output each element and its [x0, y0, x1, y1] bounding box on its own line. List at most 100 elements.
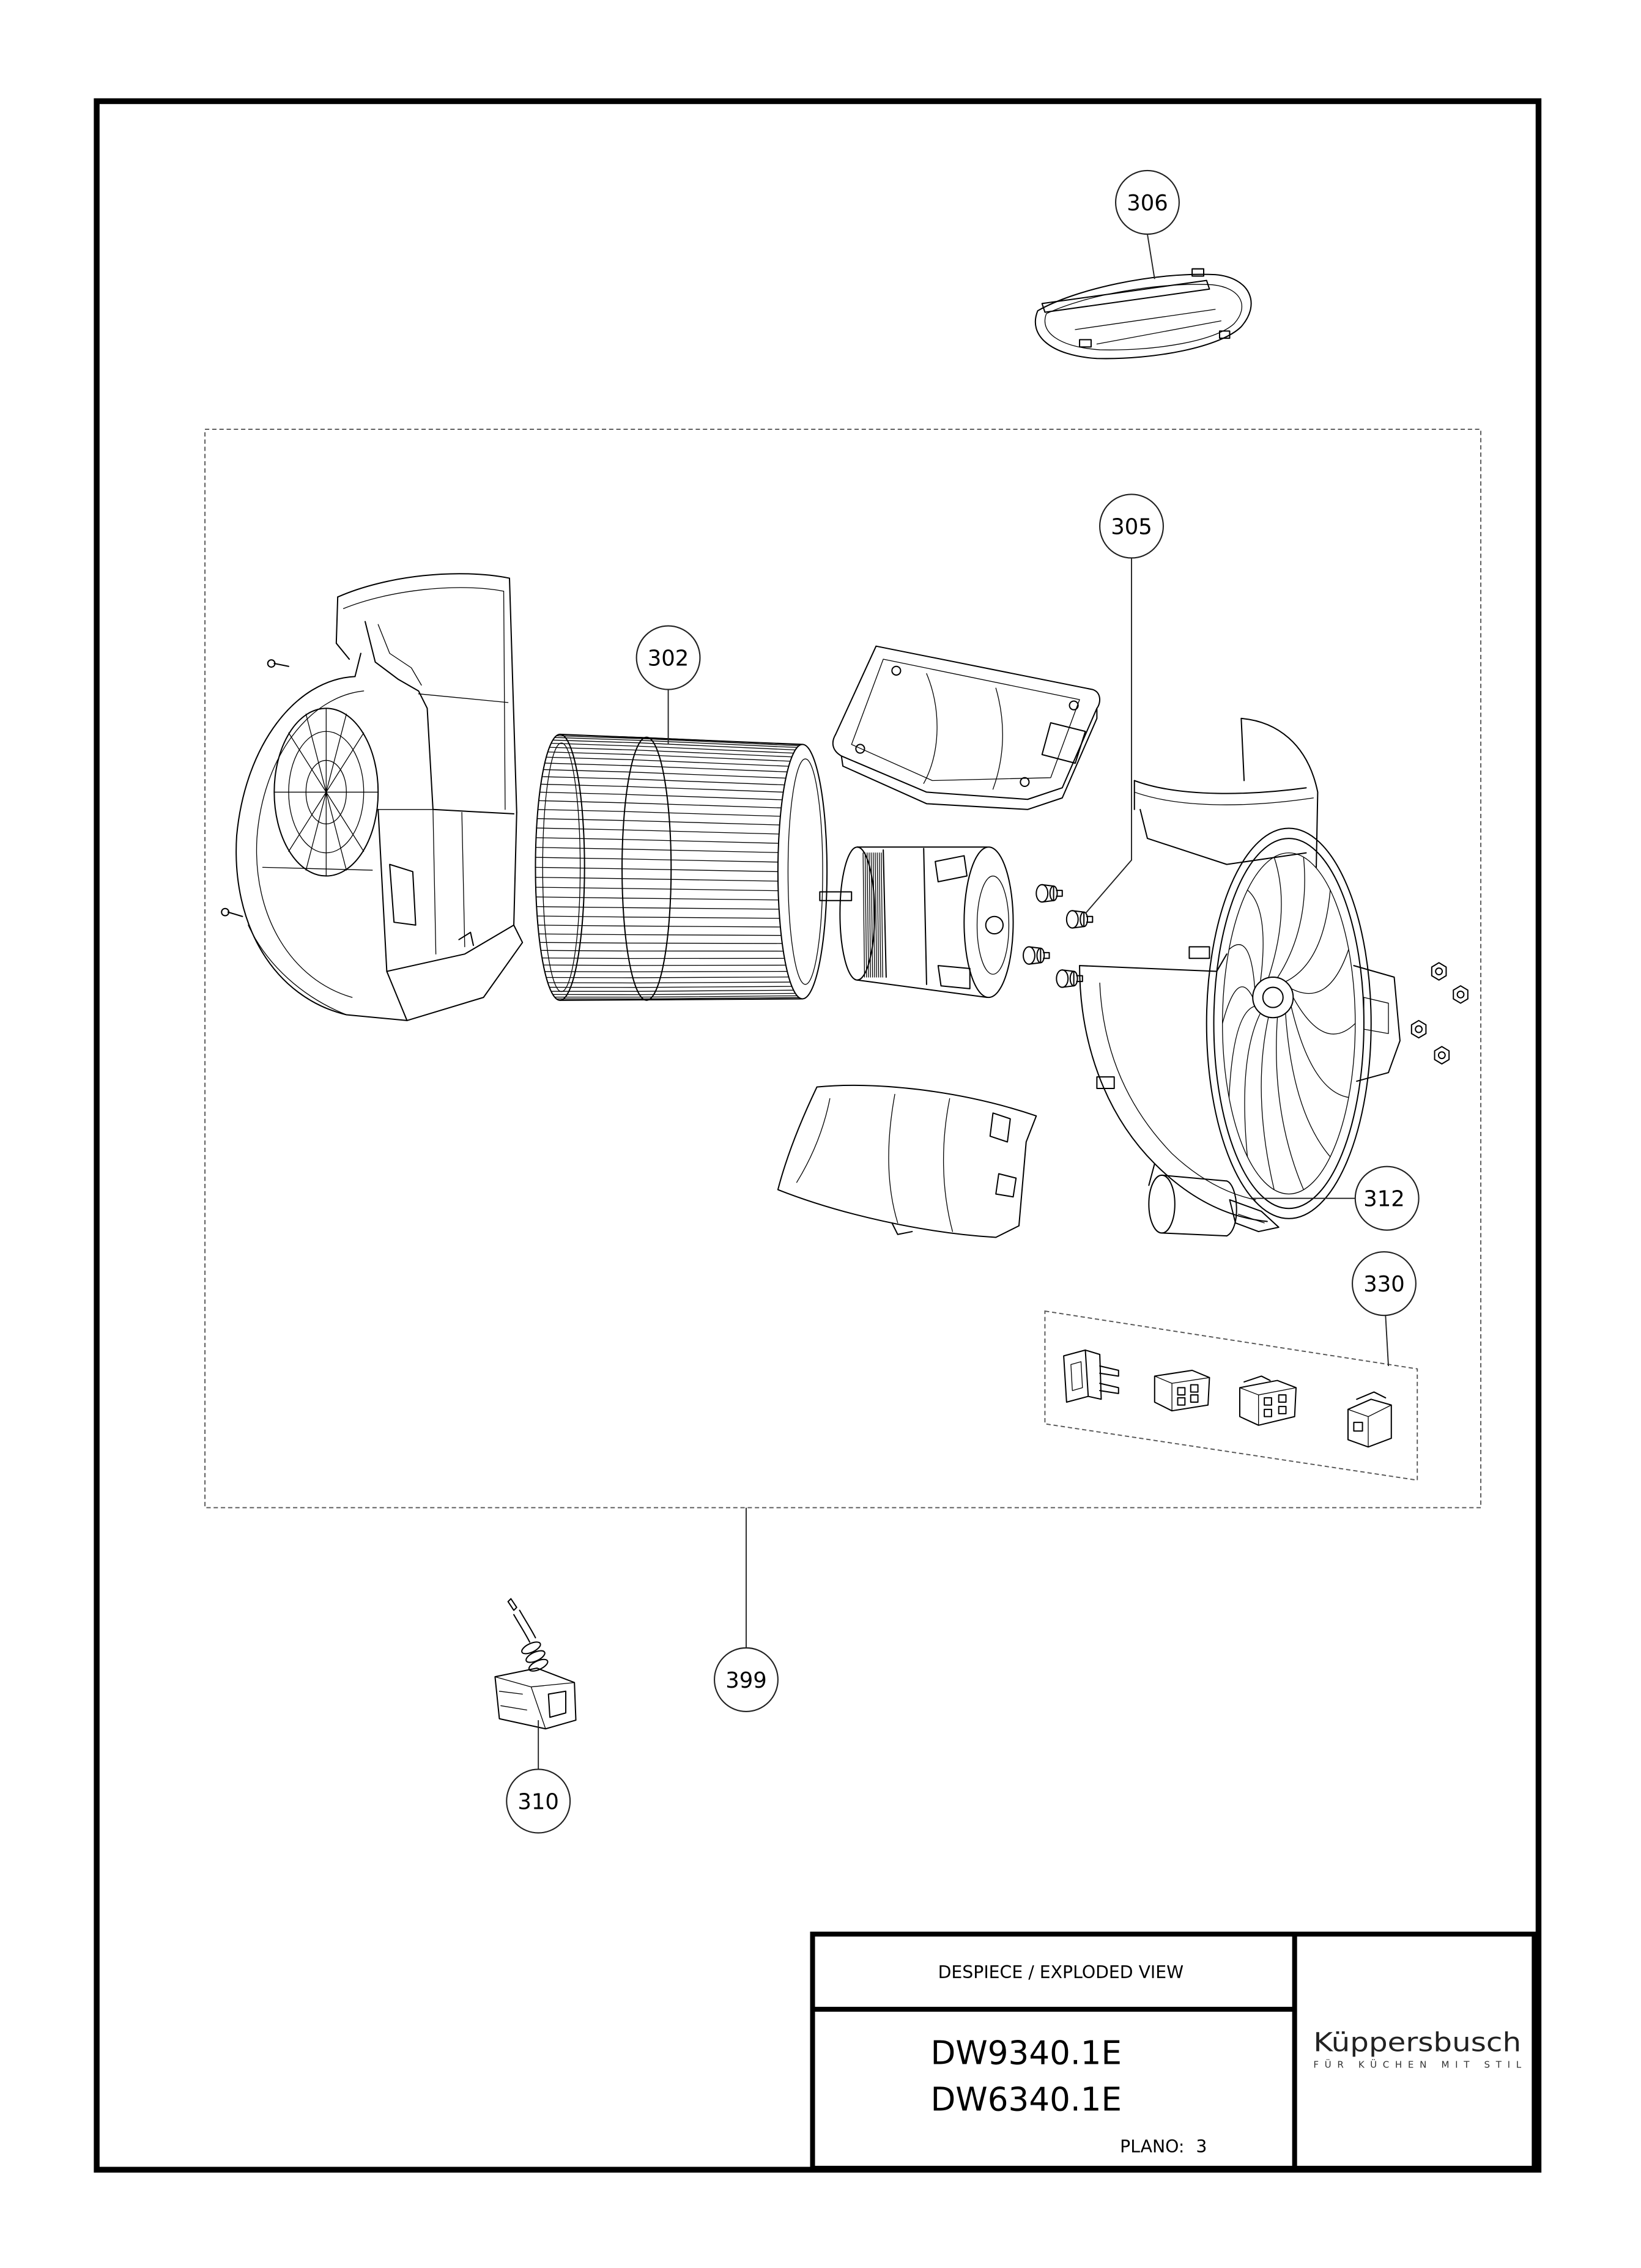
- cover-curve: [923, 673, 938, 784]
- fan-wheel-blade: [632, 977, 790, 978]
- plug-window: [547, 1690, 567, 1718]
- fan-wheel-blade: [628, 778, 785, 786]
- capacitor-cap: [1226, 1180, 1237, 1237]
- housing-face-rim: [256, 690, 365, 998]
- fan-wheel-blade: [642, 738, 799, 747]
- plate-clip: [995, 1173, 1017, 1198]
- cover-screw-hole: [1069, 700, 1079, 711]
- cover-outline: [832, 645, 1100, 800]
- connector-plug: [1347, 1391, 1392, 1448]
- fan-wheel-blade: [642, 997, 799, 1000]
- callout-330: 330: [1351, 1251, 1417, 1317]
- connector-edge: [1239, 1387, 1297, 1426]
- outlet-lip: [1133, 780, 1307, 794]
- cable-wire: [519, 1609, 536, 1639]
- callout-number: 305: [1111, 514, 1152, 539]
- motor-winding-line: [875, 852, 877, 978]
- fan-wheel-blade: [621, 848, 779, 853]
- connector-body: [1347, 1398, 1392, 1448]
- connector-face: [1063, 1349, 1089, 1403]
- leader-line-305: [1084, 558, 1132, 914]
- fan-wheel-blade: [626, 942, 783, 944]
- fan-guard-spoke: [1276, 1016, 1304, 1191]
- fan-wheel-blade: [535, 896, 623, 899]
- volute-floor: [377, 808, 517, 972]
- connector-block: [1154, 1369, 1210, 1412]
- fan-wheel-blade: [546, 756, 634, 761]
- fan-wheel-blade: [547, 752, 635, 755]
- callout-310: 310: [506, 1768, 571, 1834]
- fan-wheel-blade: [552, 739, 640, 744]
- fan-wheel-blade: [637, 989, 795, 992]
- leader-line-330: [1385, 1315, 1389, 1366]
- fan-guard-spoke: [1285, 1013, 1331, 1158]
- fan-wheel-blade: [535, 847, 623, 850]
- fan-wheel-blade: [535, 887, 623, 889]
- cover-screw-hole: [891, 665, 902, 676]
- fan-guard-spoke: [1228, 1005, 1256, 1098]
- volute-lip: [1148, 1162, 1155, 1186]
- brand-logo: Küppersbusch FÜR KÜCHEN MIT STIL: [1313, 2028, 1521, 2070]
- rubber-mounts: [1022, 884, 1094, 988]
- nut: [1434, 1046, 1450, 1065]
- callout-399: 399: [713, 1647, 779, 1712]
- fan-wheel-blade: [624, 934, 782, 936]
- motor-winding-line: [862, 852, 865, 978]
- outlet-band: [1240, 717, 1319, 868]
- housing-face-outer: [235, 676, 408, 1021]
- motor-winding-line: [869, 852, 872, 978]
- callout-bubble: [635, 625, 701, 690]
- plate-outline: [777, 1084, 1037, 1238]
- connector-edge: [1154, 1375, 1210, 1411]
- motor-winding-line: [870, 852, 873, 978]
- capacitor-bottom: [1161, 1232, 1228, 1237]
- fan-wheel-blade: [621, 878, 779, 882]
- fan-wheel-blade: [558, 734, 645, 738]
- capacitor-end: [1148, 1174, 1176, 1234]
- motor-shaft: [819, 891, 853, 901]
- fan-wheel-blade: [623, 917, 780, 919]
- connector-block: [1239, 1375, 1297, 1426]
- connector-pin: [1099, 1365, 1119, 1377]
- connector-socket: [1063, 1349, 1119, 1403]
- fan-guard-spokes: [1222, 857, 1356, 1191]
- fan-wheel-right-rim: [777, 744, 828, 1000]
- fan-wheel-blade: [535, 877, 623, 879]
- fan-guard-spoke: [1291, 948, 1349, 994]
- connector-body: [1239, 1380, 1297, 1426]
- fan-guard-spoke: [1244, 1013, 1261, 1158]
- fan-guard-spoke: [1276, 857, 1305, 978]
- title-block: DESPIECE / EXPLODED VIEW DW9340.1E DW634…: [810, 1931, 1537, 2171]
- fan-guard-spoke: [1228, 944, 1256, 989]
- plate-clip: [989, 1112, 1011, 1143]
- diffuser-tab: [1218, 330, 1231, 339]
- capacitor-terminal-edge: [1237, 1214, 1265, 1224]
- fan-wheel-blade: [539, 791, 627, 795]
- outlet-side: [335, 596, 350, 660]
- fan-wheel-blade: [634, 754, 791, 762]
- plug-body: [494, 1667, 577, 1730]
- fan-wheel-blade: [623, 829, 780, 835]
- brand-name: Küppersbusch: [1313, 2028, 1521, 2058]
- connector-side: [1084, 1349, 1102, 1400]
- callout-bubble: [1354, 1165, 1420, 1231]
- outlet-lip: [1134, 791, 1314, 805]
- fan-guard-hub-center: [1262, 986, 1284, 1008]
- fan-wheel-blade: [635, 986, 793, 988]
- side-slot: [262, 866, 373, 871]
- motor-right-end: [963, 846, 1014, 999]
- fan-wheel-blade: [639, 742, 796, 751]
- fan-wheel-blade: [556, 735, 643, 739]
- fan-wheel-blade: [627, 786, 784, 793]
- fan-guard-spoke: [1268, 857, 1282, 978]
- connector-edge: [1347, 1405, 1392, 1447]
- callout-number: 306: [1127, 191, 1168, 216]
- cover-thickness: [840, 707, 1098, 810]
- power-cable-plug: [494, 1598, 577, 1730]
- motor-bearing: [985, 915, 1004, 935]
- callout-number: 330: [1363, 1272, 1405, 1297]
- fan-wheel-blade: [621, 888, 779, 892]
- motor-lug: [937, 965, 971, 989]
- motor-stator-edge: [883, 848, 927, 985]
- fan-guard-spoke: [1246, 889, 1264, 982]
